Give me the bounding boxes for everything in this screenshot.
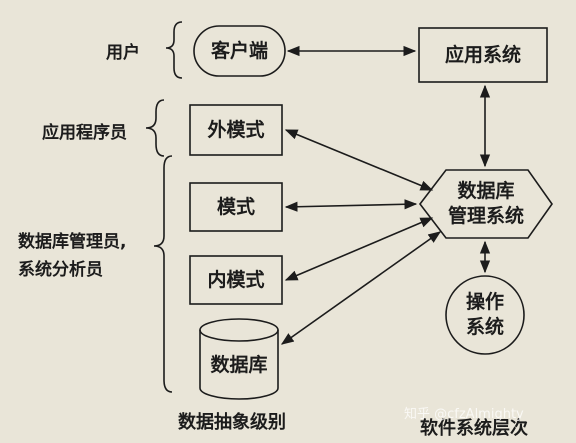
user-brace bbox=[165, 21, 183, 79]
schema-label: 模式 bbox=[216, 195, 255, 218]
internal-schema-label: 内模式 bbox=[207, 268, 265, 291]
os-label-line1: 操作 bbox=[465, 291, 504, 314]
schema-box bbox=[189, 182, 283, 232]
role-dba-label: 数据库管理员, 系统分析员 bbox=[18, 228, 126, 284]
client-box bbox=[193, 25, 286, 77]
role-dba-line2: 系统分析员 bbox=[18, 260, 103, 280]
app-system-box bbox=[418, 27, 548, 83]
software-hierarchy-caption: 软件系统层次 bbox=[420, 418, 528, 439]
dbms-label-line2: 管理系统 bbox=[447, 205, 524, 227]
app-system-label: 应用系统 bbox=[444, 43, 521, 66]
abstraction-level-caption: 数据抽象级别 bbox=[178, 412, 286, 433]
arrow-external-dbms bbox=[284, 129, 434, 191]
client-label: 客户端 bbox=[210, 39, 268, 62]
role-app-programmer-label: 应用程序员 bbox=[42, 123, 127, 143]
arrow-database-dbms bbox=[280, 231, 442, 345]
database-cylinder bbox=[199, 318, 279, 400]
arrow-internal-dbms bbox=[284, 217, 434, 281]
os-circle bbox=[445, 275, 525, 355]
dba-brace bbox=[153, 155, 173, 393]
os-label-line2: 系统 bbox=[465, 316, 504, 338]
database-label: 数据库 bbox=[210, 353, 268, 376]
programmer-brace bbox=[145, 99, 165, 157]
role-dba-line1: 数据库管理员, bbox=[18, 232, 127, 252]
watermark-text: 知乎 @cfzAlmighty bbox=[404, 407, 524, 422]
dbms-hexagon bbox=[418, 169, 553, 239]
dbms-label-line1: 数据库 bbox=[457, 180, 515, 203]
arrow-schema-dbms bbox=[284, 199, 418, 212]
external-schema-label: 外模式 bbox=[207, 118, 265, 141]
dbms-label: 数据库 管理系统 bbox=[430, 172, 542, 236]
external-schema-box bbox=[189, 104, 283, 156]
role-user-label: 用户 bbox=[106, 43, 140, 63]
os-label: 操作 系统 bbox=[446, 276, 524, 354]
